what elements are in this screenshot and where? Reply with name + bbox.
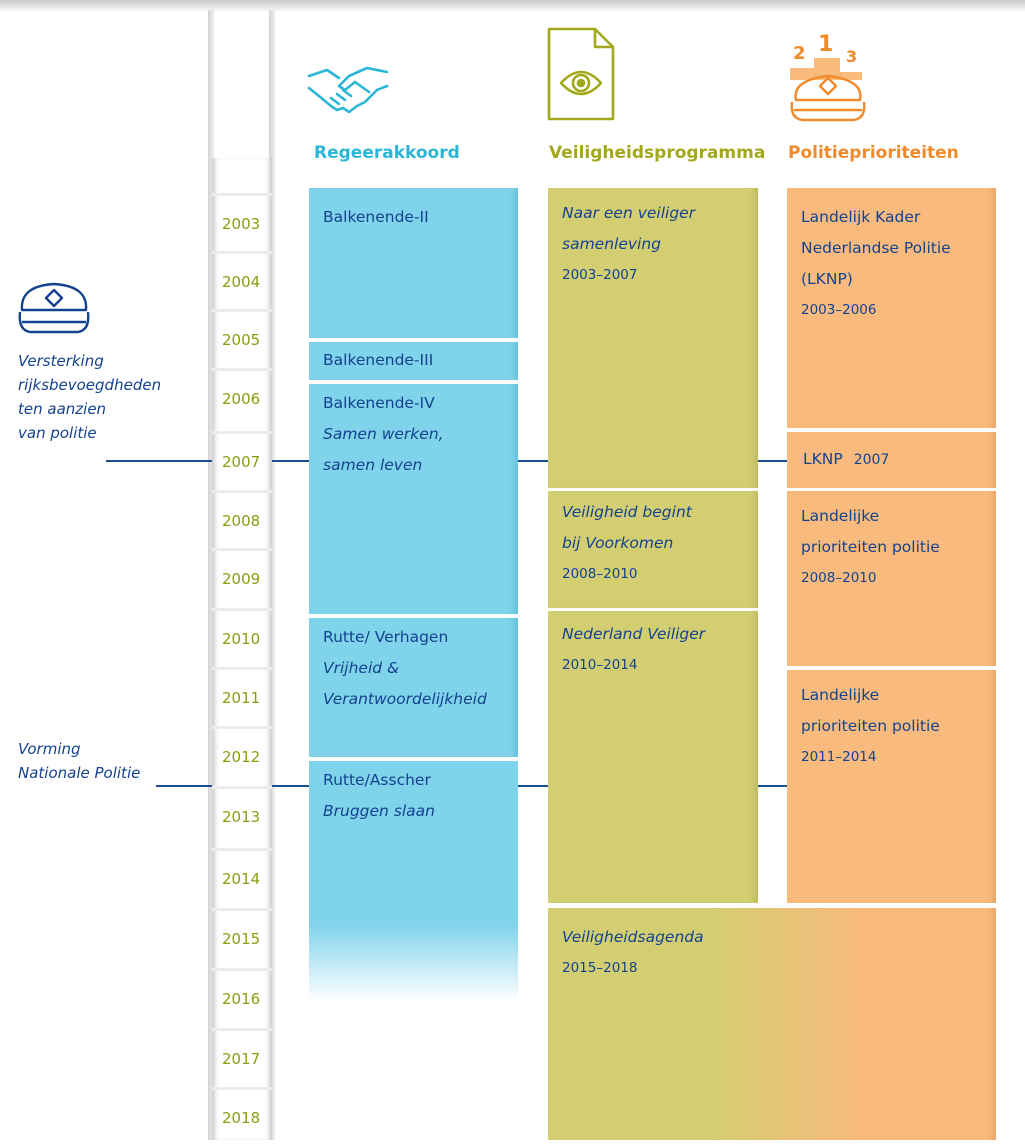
year-label: 2012 — [212, 726, 272, 784]
event-label-line: ten aanzien — [18, 400, 107, 418]
left-rule — [208, 10, 214, 1140]
program-block-agenda: Veiligheidsagenda 2015–2018 — [548, 908, 996, 1140]
cabinet-block: Balkenende-III — [309, 342, 518, 380]
police-cap-podium-icon: 2 1 3 — [780, 30, 880, 126]
cabinet-motto: Vrijheid & — [323, 659, 400, 677]
program-block: Nederland Veiliger 2010–2014 — [548, 611, 758, 903]
priority-title: Landelijke — [801, 507, 880, 525]
program-block: Naar een veiliger samenleving 2003–2007 — [548, 188, 758, 488]
year-label: 2004 — [212, 251, 272, 309]
podium-number-1: 1 — [818, 32, 834, 57]
column-heading-veiligheidsprogramma: Veiligheidsprogramma — [549, 143, 766, 163]
year-label: 2018 — [212, 1087, 272, 1145]
program-period: 2008–2010 — [562, 566, 638, 582]
year-label: 2009 — [212, 548, 272, 606]
program-period: 2010–2014 — [562, 657, 638, 673]
program-title: Nederland Veiliger — [562, 625, 706, 643]
priority-period: 2007 — [853, 452, 890, 468]
priority-period: 2011–2014 — [801, 749, 877, 765]
priority-period: 2008–2010 — [801, 570, 877, 586]
cabinet-block: Rutte/Asscher Bruggen slaan — [309, 761, 518, 1001]
handshake-icon — [307, 66, 389, 114]
cabinet-motto: samen leven — [323, 456, 423, 474]
program-block: Veiligheid begint bij Voorkomen 2008–201… — [548, 491, 758, 608]
cabinet-motto: Bruggen slaan — [323, 802, 435, 820]
podium-number-3: 3 — [846, 47, 858, 66]
top-bar — [0, 0, 1025, 12]
year-label: 2010 — [212, 608, 272, 666]
priority-title: Landelijke — [801, 686, 880, 704]
program-period: 2015–2018 — [562, 960, 638, 976]
year-label: 2003 — [212, 193, 272, 251]
program-title: bij Voorkomen — [562, 534, 674, 552]
cabinet-motto: Verantwoordelijkheid — [323, 690, 487, 708]
year-column — [212, 158, 272, 1140]
year-label: 2015 — [212, 908, 272, 966]
podium-number-2: 2 — [793, 43, 806, 64]
event-label-line: Vorming — [18, 740, 81, 758]
year-label: 2005 — [212, 309, 272, 367]
event-label-line: Versterking — [18, 352, 104, 370]
priority-title: Nederlandse Politie — [801, 239, 951, 257]
year-label: 2014 — [212, 848, 272, 906]
cabinet-name: Balkenende-III — [323, 351, 434, 369]
priority-period: 2003–2006 — [801, 302, 877, 318]
priority-title: (LKNP) — [801, 270, 853, 288]
event-label-line: Nationale Politie — [18, 764, 141, 782]
cabinet-block: Rutte/ Verhagen Vrijheid & Verantwoordel… — [309, 618, 518, 757]
priority-block: LKNP 2007 — [787, 432, 996, 488]
year-label: 2008 — [212, 490, 272, 548]
program-title: Veiligheidsagenda — [562, 928, 704, 946]
priority-block: Landelijke prioriteiten politie 2011–201… — [787, 670, 996, 903]
year-label: 2007 — [212, 431, 272, 489]
column-heading-politieprioriteiten: Politieprioriteiten — [788, 143, 959, 163]
priority-title: LKNP — [803, 450, 843, 468]
year-label: 2016 — [212, 968, 272, 1026]
cabinet-block: Balkenende-II — [309, 188, 518, 338]
priority-block: Landelijk Kader Nederlandse Politie (LKN… — [787, 188, 996, 428]
priority-block: Landelijke prioriteiten politie 2008–201… — [787, 491, 996, 666]
program-title: Naar een veiliger — [562, 204, 696, 222]
cabinet-block: Balkenende-IV Samen werken, samen leven — [309, 384, 518, 614]
year-label: 2011 — [212, 667, 272, 725]
year-label: 2013 — [212, 786, 272, 844]
event-label-line: rijksbevoegdheden — [18, 376, 162, 394]
cabinet-name: Rutte/Asscher — [323, 771, 431, 789]
program-title: samenleving — [562, 235, 662, 253]
document-eye-icon — [547, 27, 615, 121]
event-label-vorming: Vorming Nationale Politie — [18, 737, 140, 785]
priority-title: prioriteiten politie — [801, 717, 940, 735]
column-heading-regeerakkoord: Regeerakkoord — [314, 143, 460, 163]
cabinet-name: Balkenende-II — [323, 208, 429, 226]
priority-title: prioriteiten politie — [801, 538, 940, 556]
right-rule — [269, 10, 275, 1140]
police-cap-icon — [18, 282, 90, 334]
event-label-line: van politie — [18, 424, 97, 442]
year-label: 2017 — [212, 1028, 272, 1086]
program-period: 2003–2007 — [562, 267, 638, 283]
priority-title: Landelijk Kader — [801, 208, 921, 226]
cabinet-name: Rutte/ Verhagen — [323, 628, 449, 646]
cabinet-name: Balkenende-IV — [323, 394, 435, 412]
year-label: 2006 — [212, 368, 272, 426]
cabinet-motto: Samen werken, — [323, 425, 444, 443]
program-title: Veiligheid begint — [562, 503, 692, 521]
event-label-versterking: Versterking rijksbevoegdheden ten aanzie… — [18, 349, 161, 445]
